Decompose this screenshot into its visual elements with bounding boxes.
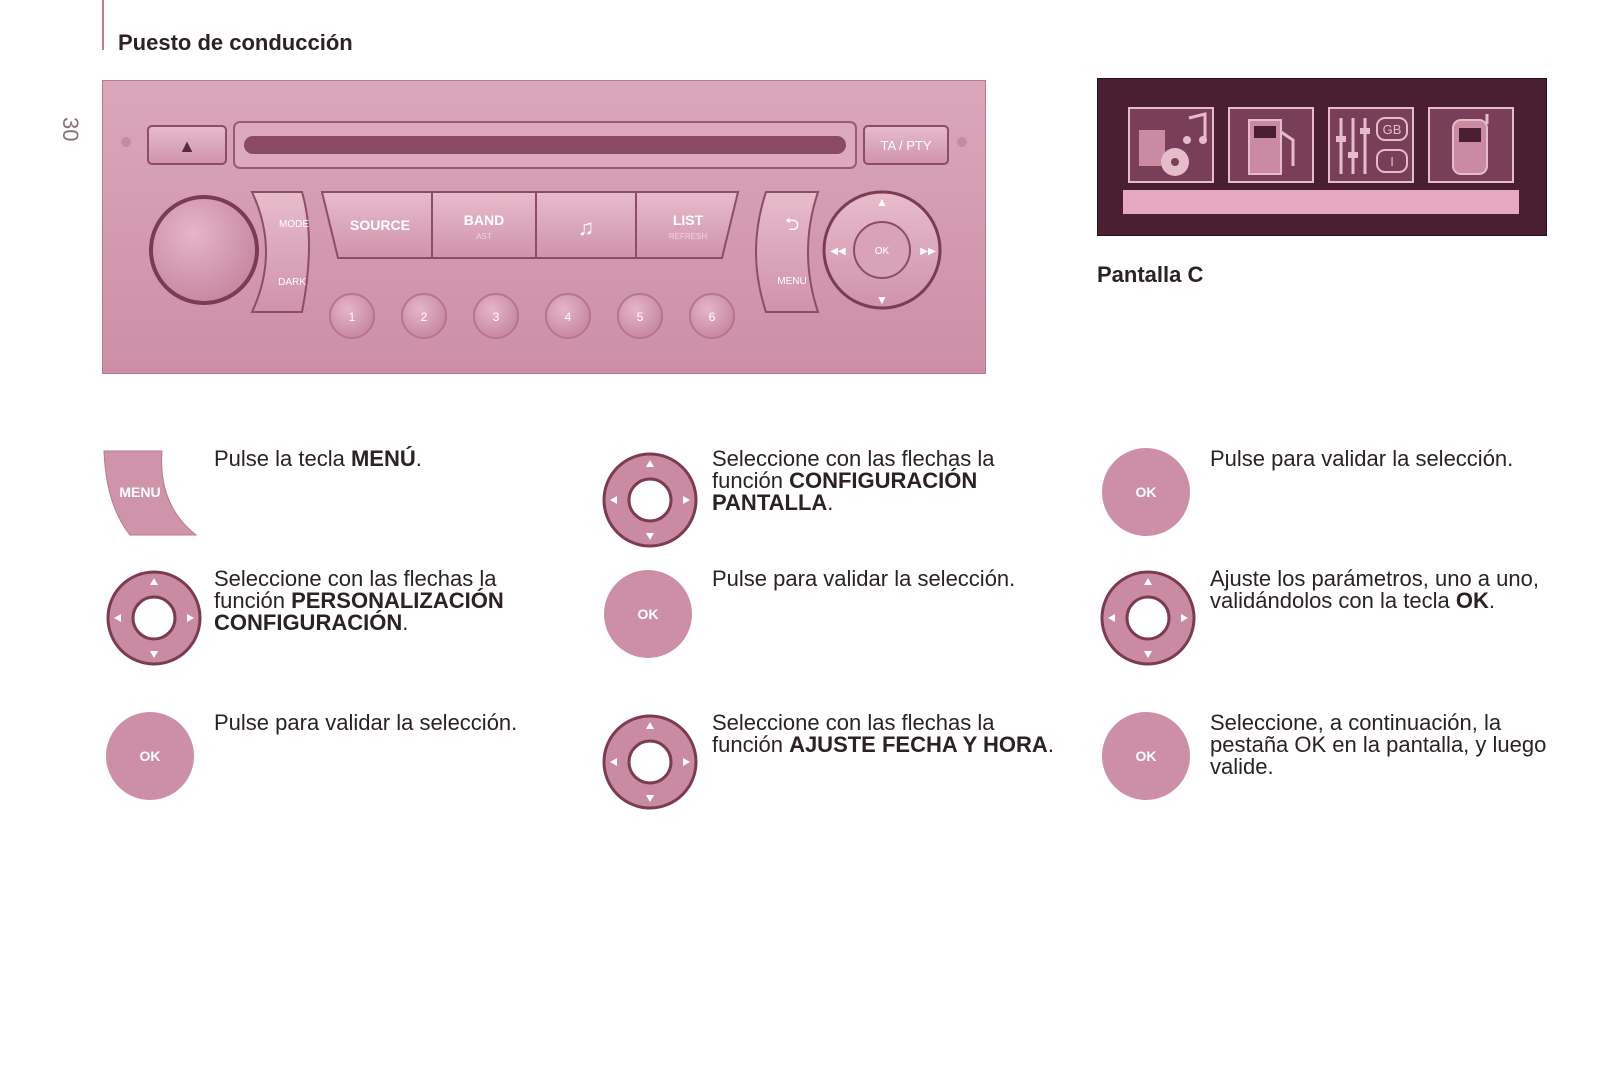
preset-button — [401, 293, 447, 339]
preset-button — [545, 293, 591, 339]
mode-dark-button — [250, 191, 310, 313]
screen-c-label: Pantalla C — [1097, 262, 1204, 287]
lang-i-label: I — [1390, 154, 1394, 169]
ok-button-icon: OK — [106, 712, 194, 800]
left-arrow-icon: ◀◀ — [830, 246, 846, 257]
screw — [957, 137, 967, 147]
eject-button — [147, 125, 227, 165]
screen-c-display: GB I — [1097, 78, 1547, 236]
preset-button — [689, 293, 735, 339]
mode-label: MODE — [279, 219, 309, 230]
section-title: Puesto de conducción — [118, 30, 353, 55]
step-8-text: Ajuste los parámetros, uno a uno, validá… — [1210, 566, 1539, 613]
preset-label: 1 — [349, 310, 356, 324]
selection-bar — [1123, 190, 1519, 214]
direction-pad-icon — [602, 714, 698, 810]
ok-button-label: OK — [1136, 748, 1157, 764]
ok-button-label: OK — [140, 748, 161, 764]
page-number: 30 — [58, 117, 83, 142]
preset-button — [473, 293, 519, 339]
direction-pad-icon — [1100, 570, 1196, 666]
dark-label: DARK — [278, 277, 306, 288]
preset-button — [329, 293, 375, 339]
back-icon: ⮌ — [785, 214, 799, 234]
ta-pty-label: TA / PTY — [880, 138, 931, 153]
direction-pad-icon — [602, 452, 698, 548]
preset-label: 3 — [493, 310, 500, 324]
band-sub-label: AST — [476, 232, 492, 241]
step-9-text: Seleccione, a continuación, la pestaña O… — [1210, 710, 1547, 779]
function-button-bar — [320, 191, 740, 259]
ta-pty-button — [863, 125, 949, 165]
step-4-text: Seleccione con las flechas la función CO… — [712, 446, 995, 515]
preset-label: 5 — [637, 310, 644, 324]
preset-label: 4 — [565, 310, 572, 324]
preset-label: 2 — [421, 310, 428, 324]
menu-key-icon: MENU — [103, 450, 198, 536]
section-marker — [102, 0, 104, 50]
direction-pad-icon — [106, 570, 202, 666]
menu-key-label: MENU — [119, 484, 160, 500]
right-arrow-icon: ▶▶ — [920, 246, 936, 257]
step-6-text: Seleccione con las flechas la función AJ… — [712, 710, 1054, 757]
preset-label: 6 — [709, 310, 716, 324]
step-3-text: Pulse para validar la selección. — [214, 710, 518, 735]
up-arrow-icon: ▲ — [876, 195, 888, 209]
list-sub-label: REFRESH — [669, 232, 707, 241]
screw — [121, 137, 131, 147]
settings-language-icon — [1328, 107, 1414, 183]
ok-button — [853, 221, 911, 279]
volume-knob — [149, 195, 259, 305]
back-menu-button — [755, 191, 820, 313]
ok-button-icon: OK — [604, 570, 692, 658]
ok-button-icon: OK — [1102, 712, 1190, 800]
step-5-text: Pulse para validar la selección. — [712, 566, 1016, 591]
ok-button-label: OK — [638, 606, 659, 622]
lang-gb-label: GB — [1383, 122, 1402, 137]
list-label: LIST — [673, 212, 704, 228]
menu-label: MENU — [777, 276, 806, 287]
ok-button-icon: OK — [1102, 448, 1190, 536]
step-2-text: Seleccione con las flechas la función PE… — [214, 566, 504, 635]
cd-slot — [244, 136, 846, 154]
source-label: SOURCE — [350, 217, 410, 233]
ok-label: OK — [875, 246, 890, 257]
eject-icon: ▲ — [178, 136, 196, 156]
preset-button — [617, 293, 663, 339]
step-1-text: Pulse la tecla MENÚ. — [214, 446, 422, 471]
music-icon: ♫ — [578, 215, 595, 240]
step-7-text: Pulse para validar la selección. — [1210, 446, 1514, 471]
band-label: BAND — [464, 212, 504, 228]
down-arrow-icon: ▼ — [876, 293, 888, 307]
radio-faceplate: ▲ TA / PTY MODE DARK SOURCE BAND AST ♫ L… — [102, 80, 986, 374]
ok-button-label: OK — [1136, 484, 1157, 500]
preset-buttons: 1 2 3 4 5 6 — [329, 293, 735, 339]
